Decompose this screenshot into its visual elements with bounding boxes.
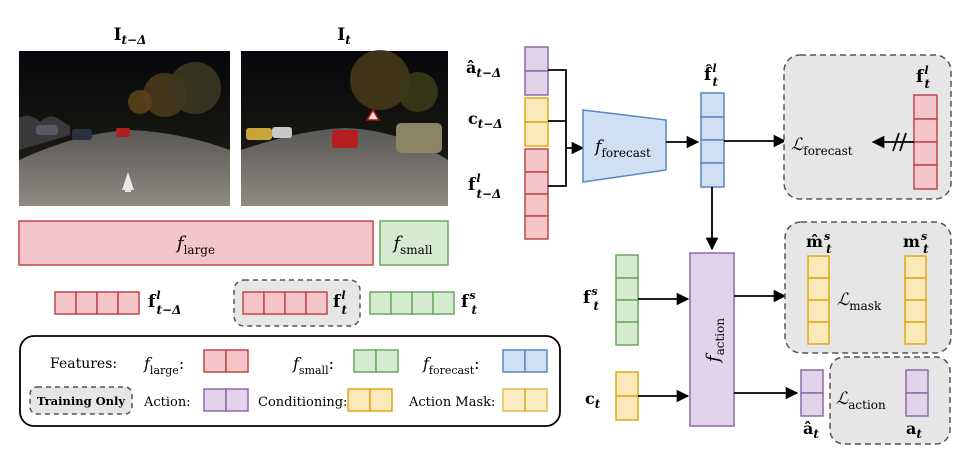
legend-forecast-label: fforecast:	[422, 354, 480, 377]
input-c-prev: ct−Δ	[468, 97, 549, 147]
input-c: ct	[585, 371, 639, 421]
pred-mask	[807, 255, 830, 345]
module-forecast: fforecast	[582, 109, 667, 183]
frame-curr-title: It	[337, 25, 351, 47]
encoder-small-label: fsmall	[391, 233, 432, 257]
legend: Features: flarge: fsmall: fforecast: Tra…	[19, 335, 561, 427]
input-c-prev-label: ct−Δ	[468, 109, 503, 131]
loss-forecast-label: ℒforecast	[791, 135, 853, 158]
input-a-prev-label: ât−Δ	[466, 58, 501, 80]
input-c-label: ct	[585, 389, 601, 411]
output-ahat-label: ât	[803, 419, 819, 441]
target-features	[913, 94, 938, 190]
encoder-large: flarge	[18, 220, 374, 266]
gt-action-label: at	[906, 419, 922, 441]
merge-bracket	[548, 69, 567, 187]
legend-small-label: fsmall:	[292, 354, 334, 377]
frame-prev: It−Δ	[19, 25, 230, 206]
legend-conditioning-label: Conditioning:	[258, 395, 347, 410]
frame-curr: It	[241, 25, 448, 206]
feature-prev-large	[54, 291, 140, 315]
legend-large-label: flarge:	[143, 354, 184, 377]
legend-action-mask-label: Action Mask:	[408, 395, 495, 410]
legend-training-only-label: Training Only	[37, 394, 125, 408]
module-forecast-label: fforecast	[593, 137, 651, 160]
stop-gradient-icon	[892, 132, 900, 152]
legend-training-only-swatch	[29, 386, 133, 415]
output-ahat: ât	[800, 369, 824, 441]
input-a-prev: ât−Δ	[466, 46, 549, 96]
legend-action-label: Action:	[143, 395, 191, 410]
encoder-small: fsmall	[379, 220, 449, 266]
gt-mask	[904, 255, 927, 345]
feature-curr-large	[242, 291, 328, 315]
gt-action	[905, 369, 929, 417]
feature-curr-small	[369, 291, 455, 315]
loss-action-label: ℒaction	[836, 389, 886, 412]
module-action: faction	[689, 252, 735, 427]
loss-action-region: ℒaction at	[829, 356, 951, 445]
legend-features-label: Features:	[50, 356, 117, 372]
frame-prev-title: It−Δ	[114, 25, 147, 47]
loss-mask-label: ℒmask	[837, 290, 882, 313]
